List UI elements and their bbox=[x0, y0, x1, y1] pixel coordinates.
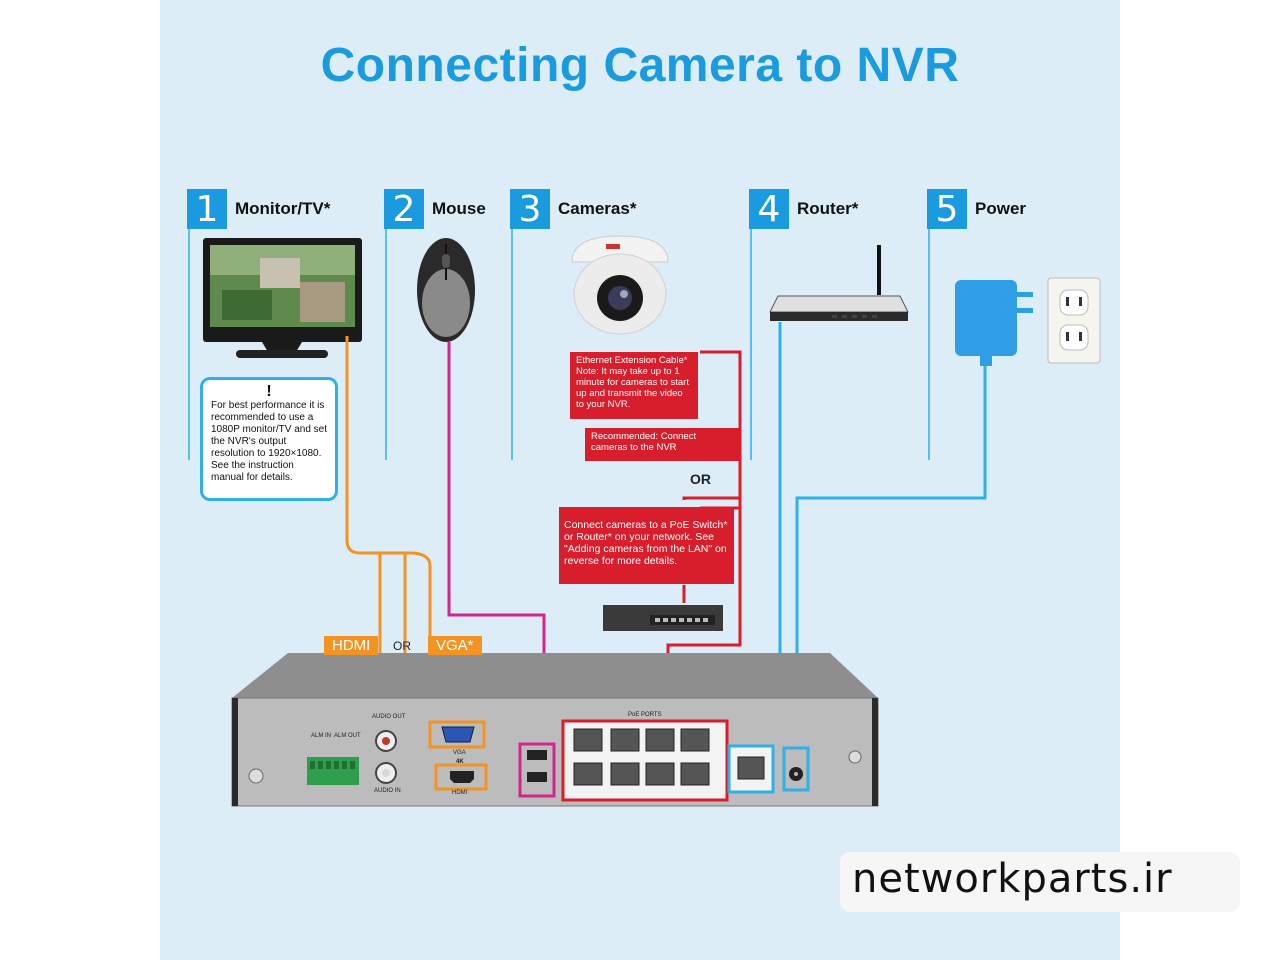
step-3-cameras: 3 Cameras* bbox=[510, 189, 637, 230]
step-label: Mouse bbox=[432, 199, 486, 218]
vga-tag: VGA* bbox=[428, 636, 482, 655]
hdmi-port-label: HDMI bbox=[452, 790, 468, 796]
step-1-monitor: 1 Monitor/TV* bbox=[187, 189, 331, 230]
wall-outlet-icon bbox=[1047, 277, 1101, 364]
recommended-note: Recommended: Connect cameras to the NVR bbox=[585, 428, 741, 461]
step-label: Router* bbox=[797, 199, 859, 218]
note-text: For best performance it is recommended t… bbox=[211, 400, 327, 483]
step-label: Cameras* bbox=[558, 199, 637, 218]
watermark-background bbox=[840, 852, 1240, 912]
nvr-device bbox=[231, 653, 879, 807]
warning-icon: ! bbox=[266, 383, 272, 400]
vga-port-label: VGA bbox=[453, 750, 466, 756]
poe-switch-note: Connect cameras to a PoE Switch* or Rout… bbox=[559, 507, 734, 584]
power-adapter-icon bbox=[955, 280, 1033, 366]
output-or-label: OR bbox=[393, 639, 411, 653]
step-number: 4 bbox=[749, 189, 789, 230]
step-guide-lines bbox=[188, 229, 930, 460]
step-label: Monitor/TV* bbox=[235, 199, 331, 218]
hdmi-tag: HDMI bbox=[324, 636, 379, 655]
step-label: Power bbox=[975, 199, 1027, 218]
poe-switch-icon bbox=[603, 605, 723, 631]
step-number: 5 bbox=[927, 189, 967, 230]
poe-ports-label: PoE PORTS bbox=[628, 712, 662, 718]
step-number: 2 bbox=[384, 189, 424, 230]
alm-in-label: ALM IN bbox=[311, 733, 332, 739]
or-separator: OR bbox=[690, 471, 711, 487]
monitor-note: ! For best performance it is recommended… bbox=[200, 377, 338, 501]
mouse-icon bbox=[417, 238, 475, 342]
page-title: Connecting Camera to NVR bbox=[320, 39, 960, 92]
step-2-mouse: 2 Mouse bbox=[384, 189, 486, 230]
router-icon bbox=[769, 245, 909, 321]
ethernet-cable-note: Ethernet Extension Cable* Note: It may t… bbox=[570, 352, 698, 419]
alm-out-label: ALM OUT bbox=[334, 733, 361, 739]
step-number: 3 bbox=[510, 189, 550, 230]
audio-out-label: AUDIO OUT bbox=[372, 714, 406, 720]
watermark-text: networkparts.ir bbox=[852, 856, 1173, 902]
monitor-icon bbox=[203, 238, 362, 358]
camera-icon bbox=[571, 235, 669, 335]
step-number: 1 bbox=[187, 189, 227, 230]
step-5-power: 5 Power bbox=[927, 189, 1027, 230]
audio-in-label: AUDIO IN bbox=[374, 788, 401, 794]
step-4-router: 4 Router* bbox=[749, 189, 859, 230]
hdmi-4k-label: 4K bbox=[456, 759, 464, 765]
